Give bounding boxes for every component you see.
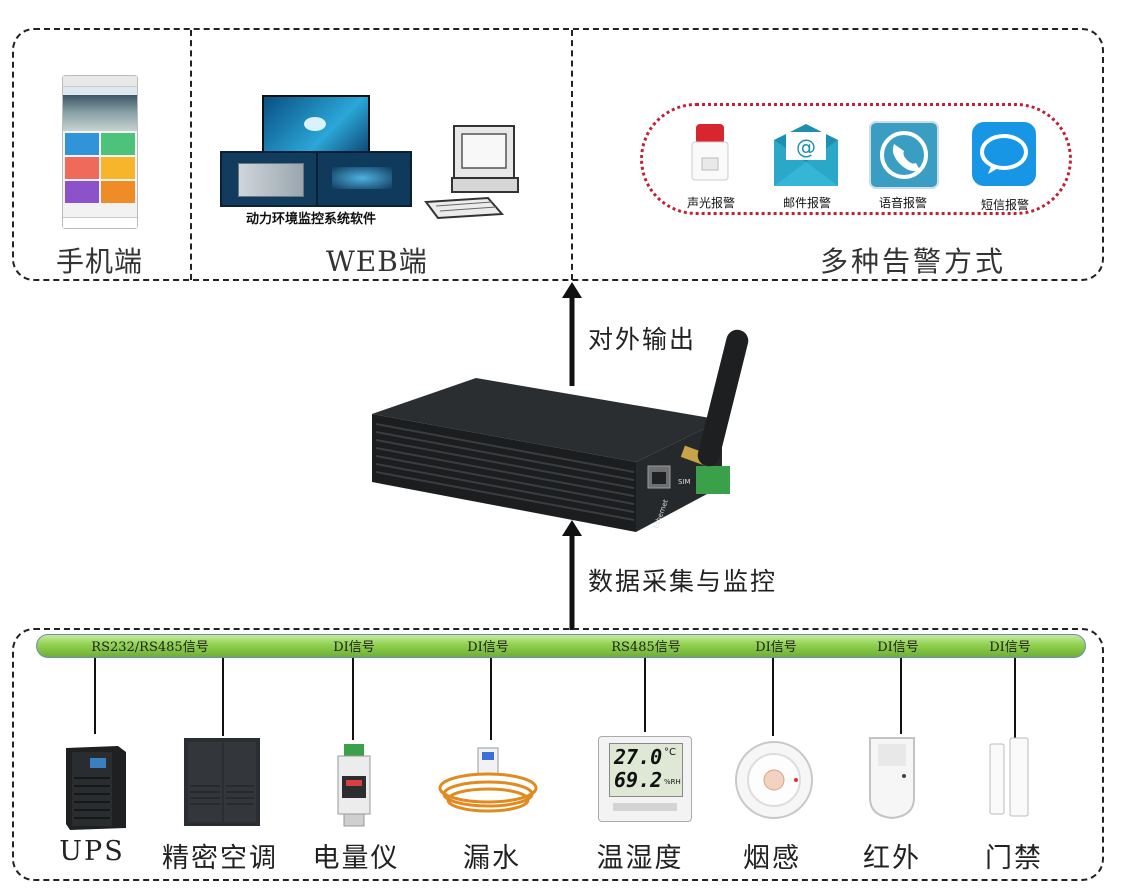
- precision-ac-icon: [184, 738, 260, 826]
- drop-line-ac: [222, 658, 224, 736]
- mobile-app-screenshot: [62, 75, 138, 229]
- divider-mobile-web: [190, 30, 192, 280]
- divider-web-alarm: [571, 30, 573, 280]
- drop-line-ups: [94, 658, 96, 734]
- temp-humidity-sensor: 27.0 °C 69.2 %RH: [598, 736, 692, 822]
- thermo-temp-value: 27.0: [614, 745, 663, 769]
- alarm-label-sms: 短信报警: [980, 198, 1029, 212]
- mobile-label: 手机端: [56, 245, 144, 278]
- collection-panel: [12, 628, 1104, 881]
- signal-label-ups: RS232/RS485信号: [91, 640, 209, 655]
- device-label-water-leak: 漏水: [463, 843, 521, 874]
- device-label-power-meter: 电量仪: [312, 843, 400, 874]
- device-label-ups: UPS: [59, 836, 125, 867]
- drop-line-ir: [900, 658, 902, 734]
- signal-label-th: RS485信号: [611, 640, 681, 655]
- water-leak-icon: [438, 747, 538, 813]
- signal-label-leak: DI信号: [467, 640, 509, 655]
- signal-bus: [36, 634, 1086, 658]
- output-arrow: [562, 282, 582, 386]
- door-sensor-icon: [989, 737, 1029, 817]
- thermo-rh-value: 69.2: [614, 768, 663, 792]
- thermo-temp-unit: °C: [664, 747, 676, 758]
- device-label-infrared: 红外: [863, 843, 921, 874]
- svg-text:@: @: [796, 135, 816, 159]
- alarm-label-voice: 语音报警: [878, 196, 927, 210]
- drop-line-th: [644, 658, 646, 732]
- drop-line-leak: [490, 658, 492, 740]
- output-label: 对外输出: [588, 325, 697, 354]
- web-software-caption: 动力环境监控系统软件: [246, 212, 377, 227]
- drop-line-door: [1014, 658, 1016, 738]
- sms-icon: [972, 122, 1036, 186]
- power-meter-icon: [337, 744, 371, 827]
- alarm-methods-label: 多种告警方式: [820, 245, 1007, 278]
- collect-arrow: [562, 520, 582, 630]
- gateway-device: [372, 329, 749, 532]
- desktop-computer-icon: [424, 125, 519, 220]
- phone-icon: [869, 121, 939, 189]
- drop-line-smoke: [772, 658, 774, 736]
- web-label: WEB端: [326, 245, 428, 278]
- web-screen-right: [316, 151, 412, 207]
- web-screen-left: [220, 151, 324, 207]
- signal-label-ir: DI信号: [877, 640, 919, 655]
- smoke-detector-icon: [735, 741, 813, 819]
- infrared-sensor-icon: [869, 737, 915, 820]
- siren-icon: [691, 124, 729, 181]
- drop-line-meter: [352, 658, 354, 740]
- device-label-access-control: 门禁: [985, 843, 1043, 874]
- collect-label: 数据采集与监控: [588, 567, 778, 596]
- alarm-label-sound-light: 声光报警: [686, 196, 735, 210]
- device-label-smoke: 烟感: [743, 843, 801, 874]
- sim-port-label: SIM: [678, 478, 691, 486]
- device-label-precision-ac: 精密空调: [162, 843, 278, 874]
- output-panel: [12, 28, 1104, 281]
- thermo-rh-unit: %RH: [664, 778, 681, 786]
- email-icon: @: [774, 124, 838, 186]
- signal-label-door: DI信号: [989, 640, 1031, 655]
- ups-device-icon: [66, 746, 126, 830]
- signal-label-smoke: DI信号: [755, 640, 797, 655]
- device-label-temp-humidity: 温湿度: [596, 843, 684, 874]
- alarm-methods-box: [640, 103, 1072, 215]
- alarm-label-email: 邮件报警: [782, 196, 831, 210]
- signal-label-meter: DI信号: [333, 640, 375, 655]
